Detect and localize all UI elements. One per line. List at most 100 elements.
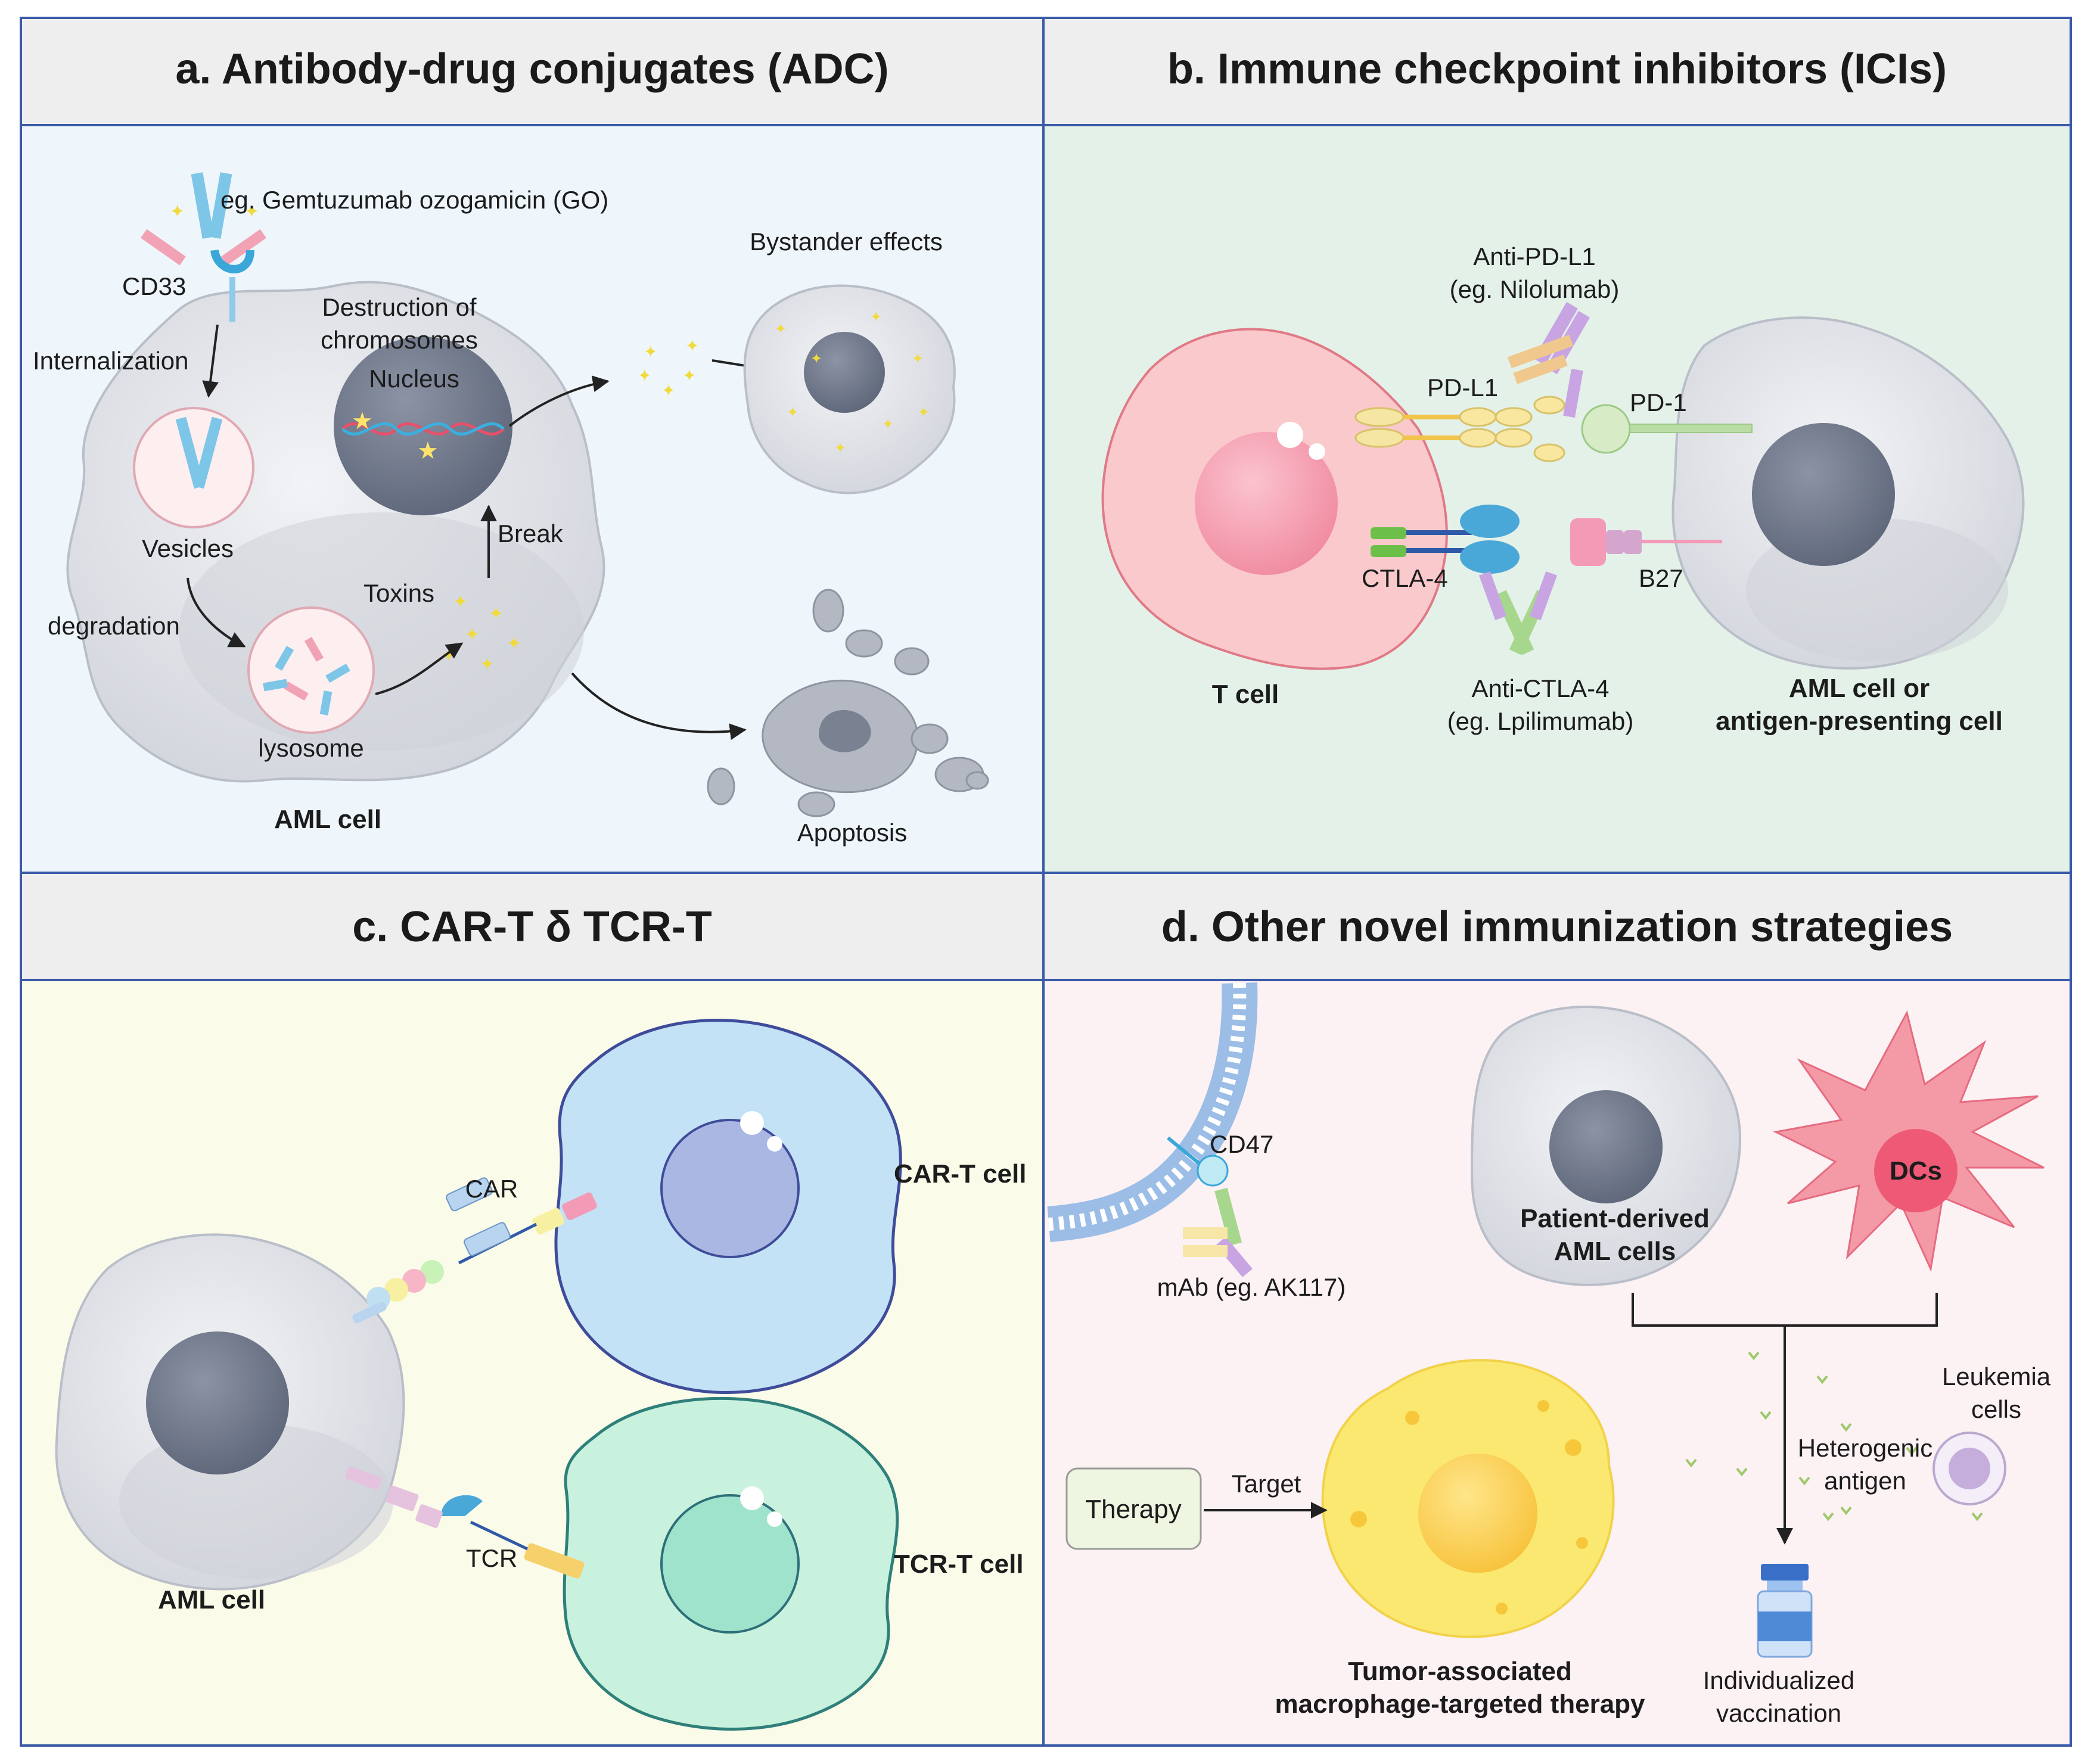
degradation-label: degradation [48,612,180,640]
svg-text:✦: ✦ [882,416,894,433]
bystander-label: Bystander effects [750,228,943,256]
mab-label: mAb (eg. AK117) [1157,1273,1346,1301]
bystander-nucleus [804,332,885,413]
apoptosis-label: Apoptosis [797,819,907,847]
toxin-stars: ✦✦✦ ✦✦✦ [441,592,521,674]
svg-text:✦: ✦ [638,366,651,385]
b27-label: B27 [1639,564,1683,592]
panel-a-header-bg [21,18,1043,125]
chromosomes-label: chromosomes [321,326,478,354]
vesicle-antibody [175,416,205,489]
cd47-receptor-icon [1167,1136,1229,1187]
aml-cell-c-label: AML cell [158,1585,265,1614]
t-cell-highlight [1277,422,1303,448]
ctla4-label: CTLA-4 [1362,564,1448,592]
vaccination-label-2: vaccination [1716,1699,1841,1727]
leukemia-label-1: Leukemia [1942,1362,2051,1390]
patient-aml-label-1: Patient-derived [1520,1204,1710,1233]
aml-cell-apc-nucleus [1752,423,1895,566]
toxins-label: Toxins [363,579,434,607]
panel-c-title: c. CAR-T δ TCR-T [352,903,712,951]
t-cell-highlight-small [1309,443,1325,460]
tam-label-2: macrophage-targeted therapy [1275,1690,1645,1719]
panel-d: d. Other novel immunization strategies C… [1043,873,2071,1746]
svg-text:✦: ✦ [685,337,699,355]
dcs-label: DCs [1890,1156,1942,1186]
target-label: Target [1232,1470,1301,1498]
vesicle-antibody [193,416,223,489]
panel-borders [20,17,2072,1747]
therapy-label: Therapy [1085,1495,1181,1524]
aml-cell-cytoplasm-shade [179,512,584,751]
internalization-label: Internalization [33,347,189,375]
pdl1-label: PD-L1 [1427,374,1498,402]
tcr-t-highlight [740,1486,764,1510]
svg-text:✦: ✦ [507,634,521,654]
adc-example-label: eg. Gemtuzumab ozogamicin (GO) [220,186,608,214]
tcr-t-nucleus [660,1494,800,1634]
star-icon: ★ [352,408,373,434]
break-label: Break [498,519,564,547]
patient-aml-label-2: AML cells [1554,1237,1676,1266]
panel-b-title: b. Immune checkpoint inhibitors (ICIs) [1167,45,1947,93]
svg-text:✦: ✦ [682,366,696,385]
star-icon: ★ [417,438,439,464]
anti-pdl1-antibody-icon [1507,301,1590,418]
tcr-t-label: TCR-T cell [894,1550,1024,1579]
svg-text:✦: ✦ [918,405,930,421]
cd47-label: CD47 [1210,1130,1273,1158]
macrophage-nucleus [1418,1454,1537,1573]
lysosome-label: lysosome [258,734,363,762]
svg-text:✦: ✦ [170,202,185,222]
svg-text:✦: ✦ [644,343,657,361]
vaccine-vial-icon [1757,1564,1813,1658]
svg-text:✦: ✦ [810,351,822,367]
leukemia-cell-nucleus [1949,1448,1990,1489]
aml-cell-apc-label-2: antigen-presenting cell [1716,707,2003,736]
arrow-degradation [187,577,246,648]
panel-b-header-bg [1043,18,2071,125]
svg-text:✦: ✦ [465,625,480,645]
patient-aml-nucleus [1549,1090,1663,1203]
pd1-label: PD-1 [1630,388,1687,416]
macrophage-granules [1350,1400,1588,1614]
dna-strand-2 [341,422,505,436]
panel-b: b. Immune checkpoint inhibitors (ICIs) T… [1043,18,2071,873]
apoptotic-nucleus [819,710,871,752]
svg-text:✦: ✦ [661,381,675,400]
anti-pdl1-label: Anti-PD-L1 [1473,242,1595,270]
leukemia-label-2: cells [1971,1395,2021,1423]
heterogenic-label-2: antigen [1824,1467,1906,1495]
svg-text:✦: ✦ [244,202,259,222]
anti-pdl1-example: (eg. Nilolumab) [1450,275,1620,303]
svg-text:✦: ✦ [775,321,787,337]
arrow-bystander [508,375,610,427]
b27-ligand-icon [1570,518,1722,566]
vesicles-label: Vesicles [142,534,234,562]
svg-text:✦: ✦ [787,405,799,421]
panel-d-title: d. Other novel immunization strategies [1161,903,1953,951]
panel-a: a. Antibody-drug conjugates (ADC) ★ ★ ✦ … [21,18,1043,873]
arrow-toxins [375,642,464,695]
tcr-receptor-icon [345,1466,585,1579]
pdl1-receptor-icon [1354,396,1565,462]
aml-cell-c-nucleus [146,1331,289,1474]
cd33-label: CD33 [122,272,186,300]
panel-c-header-bg [21,873,1043,980]
svg-text:✦: ✦ [480,655,495,674]
cd33-receptor-icon [210,249,254,273]
tam-label-1: Tumor-associated [1348,1657,1572,1686]
tcr-t-highlight-small [767,1511,782,1527]
bystander-stars: ✦✦✦ ✦✦✦ ✦✦ [775,309,930,456]
anti-ctla4-example: (eg. Lpilimumab) [1447,707,1634,735]
vaccination-label-1: Individualized [1703,1666,1855,1694]
free-toxin-stars: ✦ ✦ ✦ ✦ ✦ [638,337,699,400]
svg-text:✦: ✦ [453,592,468,612]
t-cell-nucleus [1195,432,1338,575]
panel-d-header-bg [1043,873,2071,980]
arrow-internalization [202,324,219,398]
antibody-drug-conjugate-icon: ✦ ✦ [141,172,266,266]
cell-membrane-inner [1048,982,1247,1231]
panel-a-title: a. Antibody-drug conjugates (ADC) [175,45,888,93]
